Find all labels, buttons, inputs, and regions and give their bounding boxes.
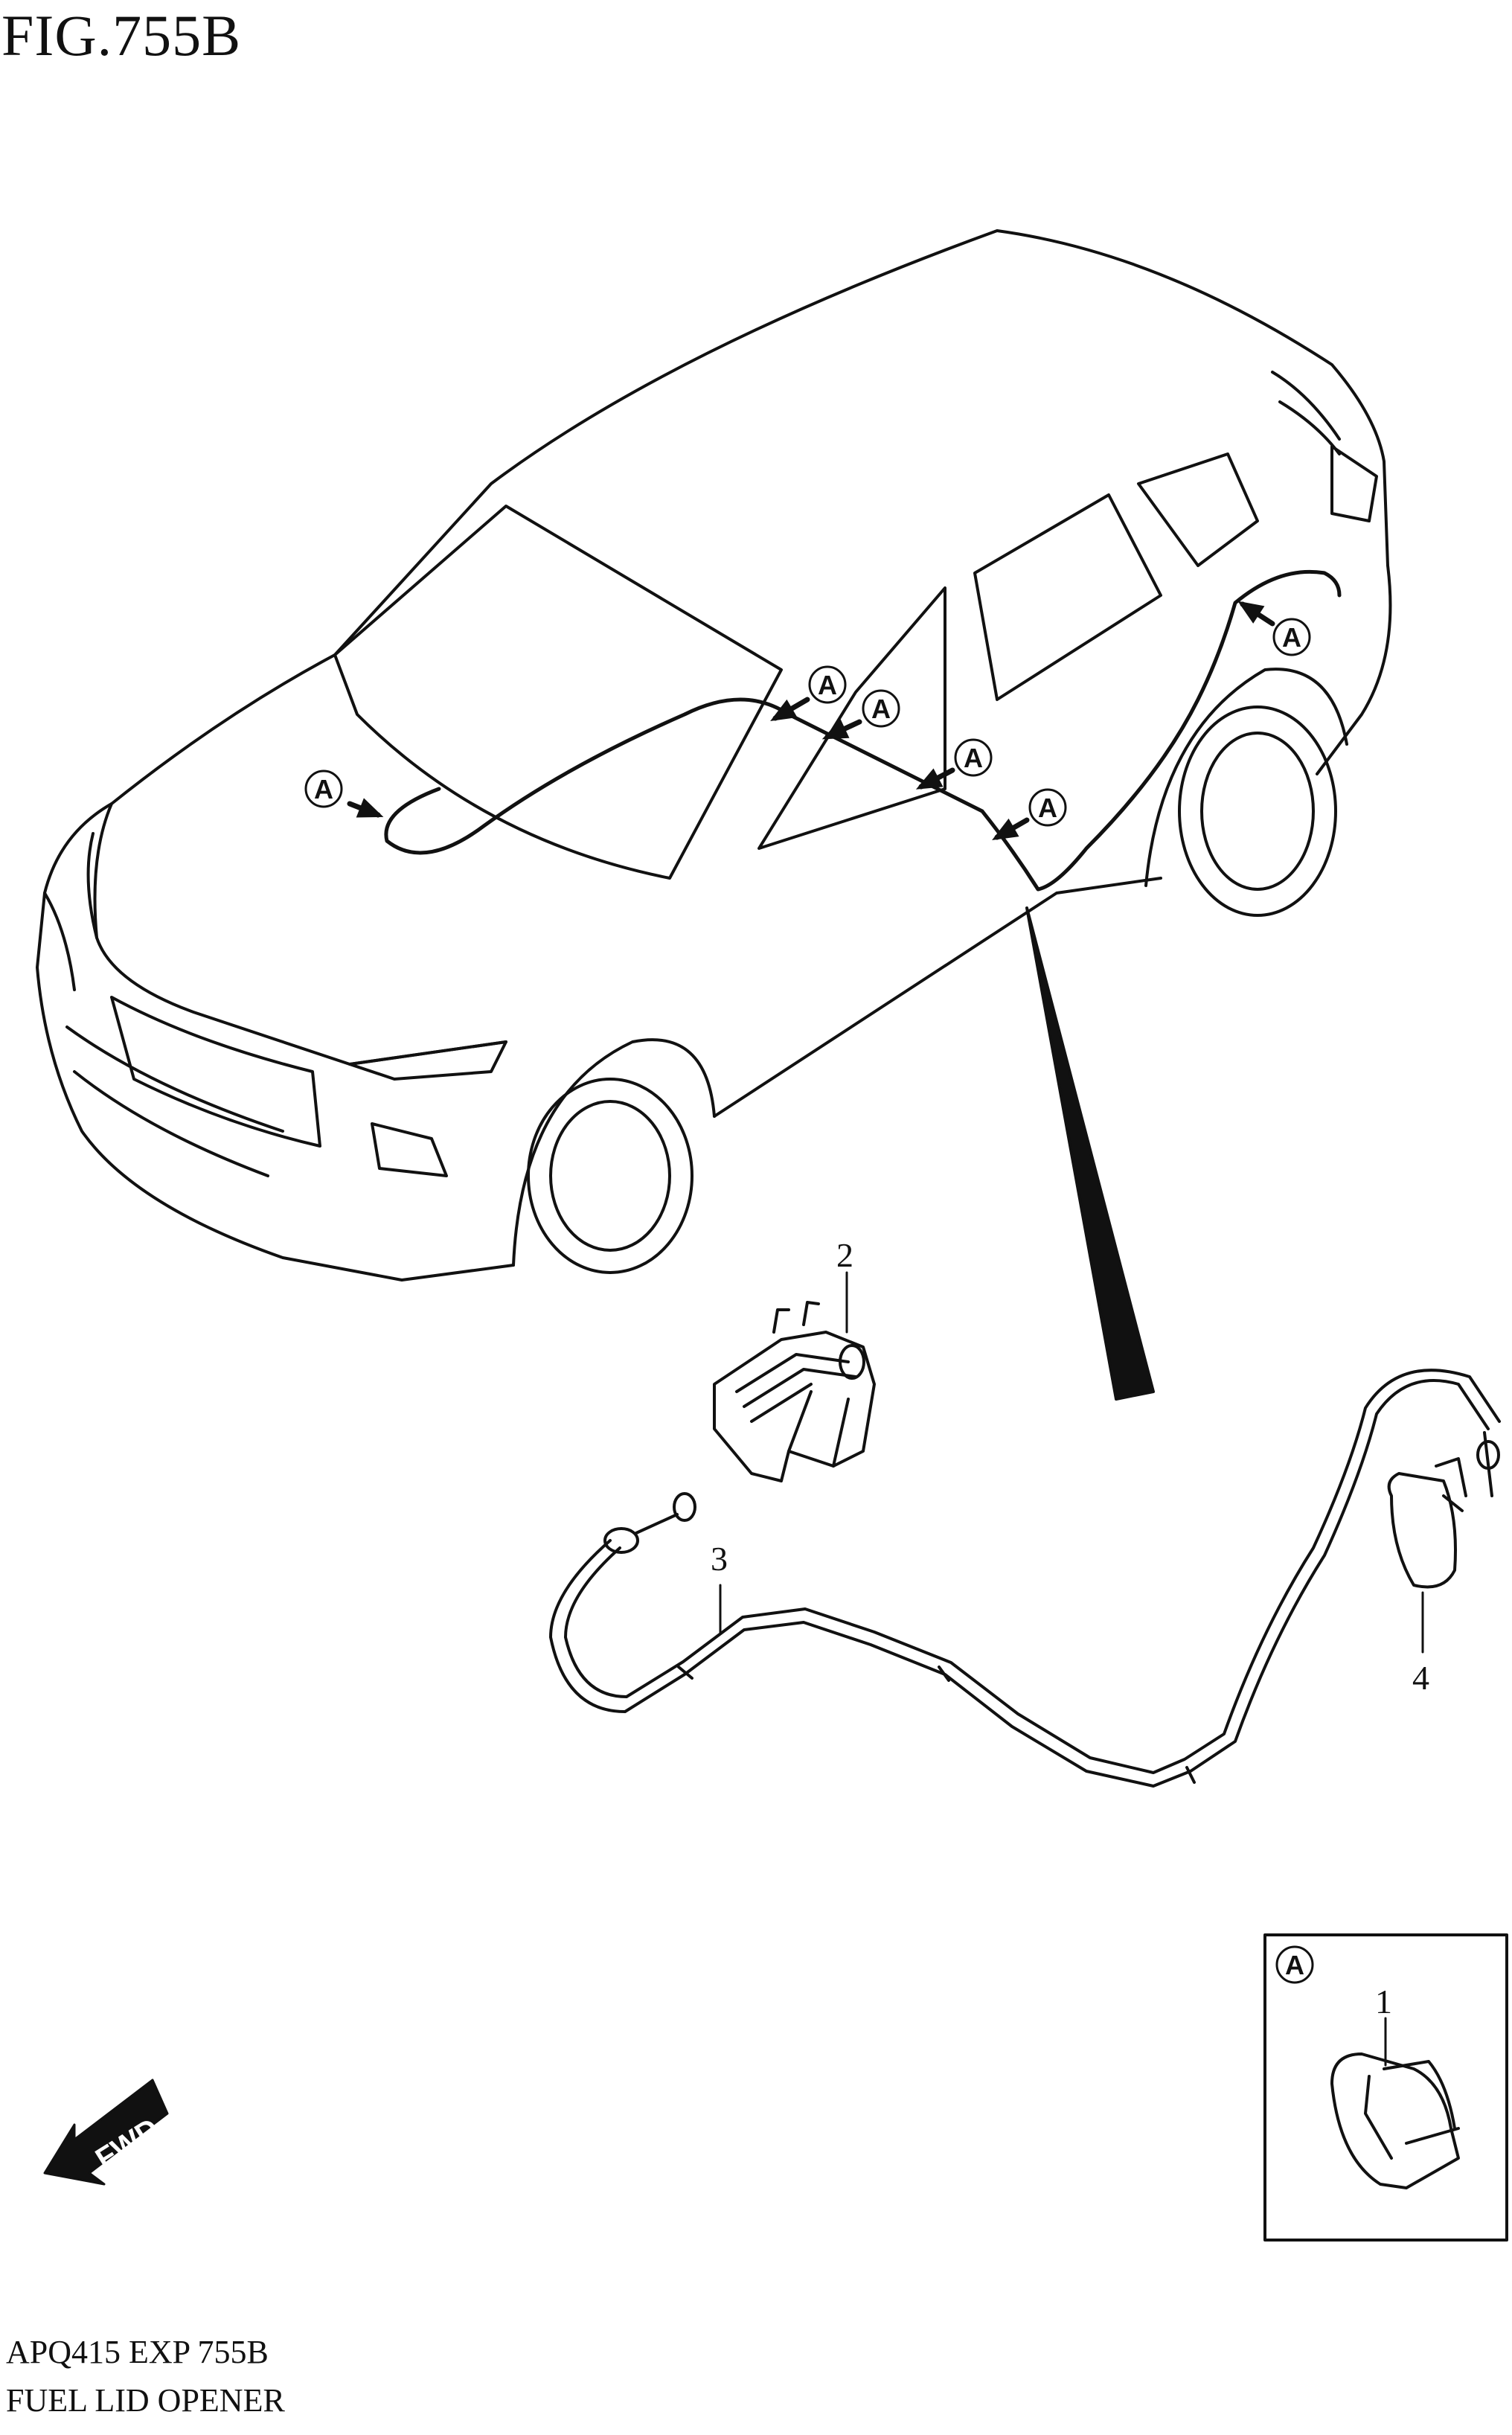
reference-marker-a-2: A xyxy=(770,665,847,722)
footer-figure-name: FUEL LID OPENER xyxy=(6,2382,285,2419)
reference-marker-a-3: A xyxy=(821,689,900,740)
reference-marker-a-4: A xyxy=(915,738,993,790)
reference-marker-circle xyxy=(1028,788,1067,827)
reference-arrow-head xyxy=(992,818,1019,840)
forward-direction-badge: FWD xyxy=(43,2079,169,2186)
reference-arrow-head xyxy=(356,798,384,818)
fuel-lid-latch xyxy=(1387,1457,1467,1589)
reference-marker-circle xyxy=(808,665,847,704)
reference-arrow-head xyxy=(821,719,850,740)
reference-arrow-head xyxy=(770,699,798,722)
reference-marker-letter: A xyxy=(314,774,333,804)
reference-marker-circle xyxy=(954,738,993,777)
opener-cable xyxy=(549,1369,1501,1788)
callout-number-4: 4 xyxy=(1412,1659,1429,1697)
callout-number-2: 2 xyxy=(836,1236,853,1274)
footer-catalog-code: APQ415 EXP 755B xyxy=(6,2334,269,2370)
reference-marker-circle xyxy=(862,689,900,728)
reference-marker-letter: A xyxy=(1282,622,1301,653)
reference-marker-letter: A xyxy=(1038,793,1057,823)
cable-routing-line xyxy=(384,569,1342,892)
callout-number-3: 3 xyxy=(711,1540,728,1578)
reference-arrow-head xyxy=(915,768,944,790)
figure-title: FIG.755B xyxy=(1,3,242,68)
reference-marker-a-5: A xyxy=(992,788,1067,840)
reference-marker-letter: A xyxy=(964,743,983,773)
fuel-lid-opener-detail xyxy=(1330,2052,1460,2189)
opener-lever-assembly xyxy=(713,1301,876,1482)
detail-box-a xyxy=(1263,1933,1508,2242)
reference-marker-letter: A xyxy=(871,694,891,724)
reference-marker-a-1: A xyxy=(304,769,384,818)
reference-marker-circle xyxy=(304,769,343,808)
reference-marker-a-6: A xyxy=(1237,601,1311,656)
detail-box-a-badge: A xyxy=(1275,1945,1314,1984)
vehicle-outline xyxy=(36,229,1392,1282)
reference-arrow-head xyxy=(1237,601,1265,624)
detail-box-a-letter: A xyxy=(1285,1950,1304,1980)
reference-marker-letter: A xyxy=(818,670,837,700)
reference-marker-circle xyxy=(1272,618,1311,656)
callout-number-1: 1 xyxy=(1375,1983,1392,2020)
leader-wedge xyxy=(1025,906,1155,1401)
